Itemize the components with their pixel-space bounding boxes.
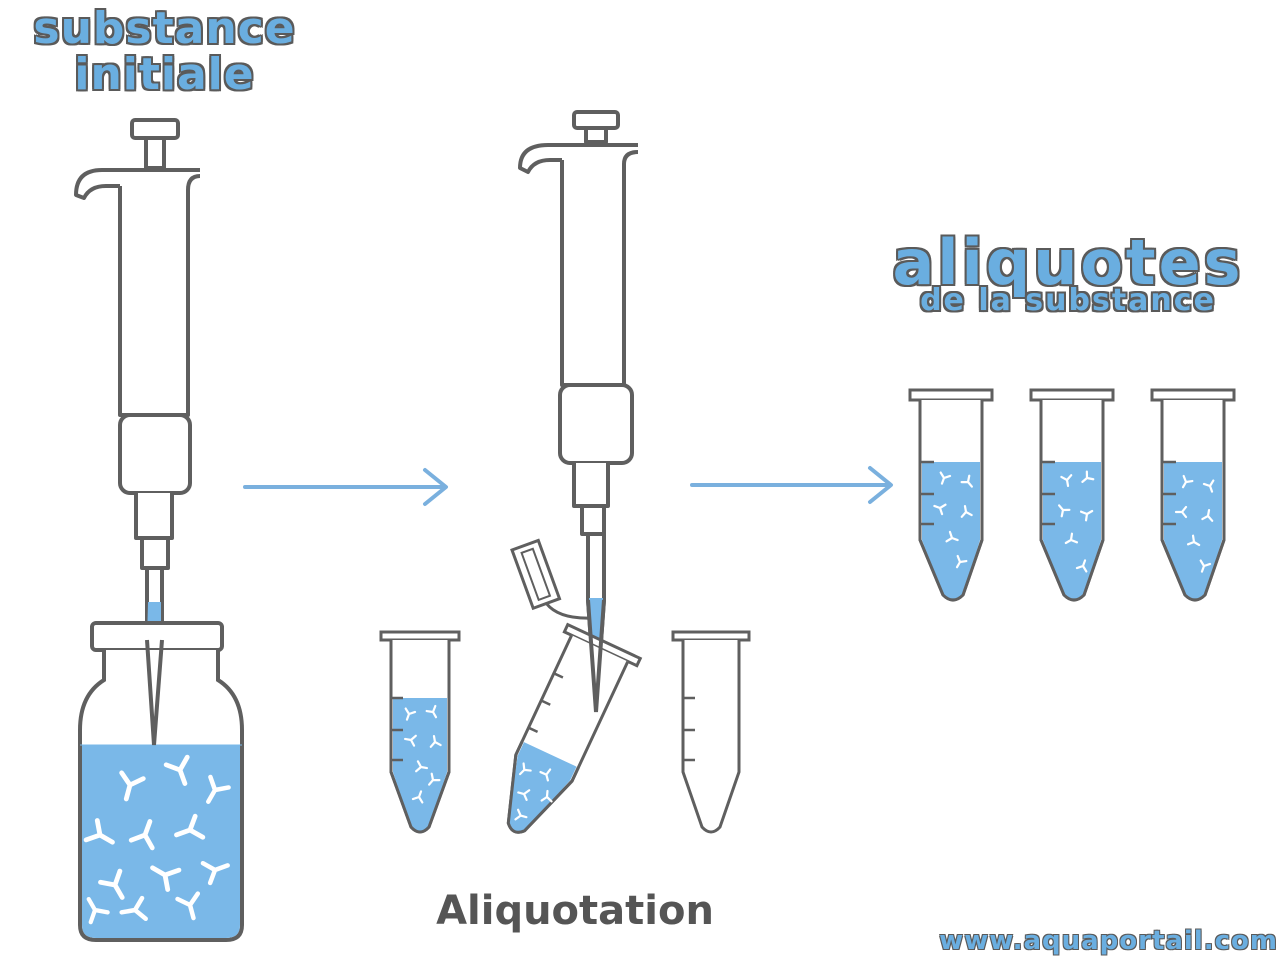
aliquots-title: aliquotes xyxy=(892,226,1244,299)
website-url: www.aquaportail.com xyxy=(939,926,1278,956)
vial-icon xyxy=(78,621,244,942)
microtube-icon xyxy=(1029,388,1115,602)
aliquots-subtitle: de la substance xyxy=(920,283,1216,318)
process-caption: Aliquotation xyxy=(436,888,714,934)
initial-substance-label: substance initiale xyxy=(22,6,307,98)
aliquot-tubes xyxy=(908,388,1236,602)
initial-label-line1: substance xyxy=(33,3,296,54)
microtube-icon xyxy=(379,630,461,834)
arrow-right-icon xyxy=(690,466,893,504)
arrow-right-icon xyxy=(243,468,448,506)
pipette-icon xyxy=(518,110,639,714)
initial-label-line2: initiale xyxy=(74,49,255,100)
pipette-icon xyxy=(74,118,201,747)
microtube-icon xyxy=(908,388,994,602)
microtube-icon xyxy=(506,538,643,834)
microtube-icon xyxy=(1150,388,1236,602)
microtube-icon xyxy=(671,630,751,834)
